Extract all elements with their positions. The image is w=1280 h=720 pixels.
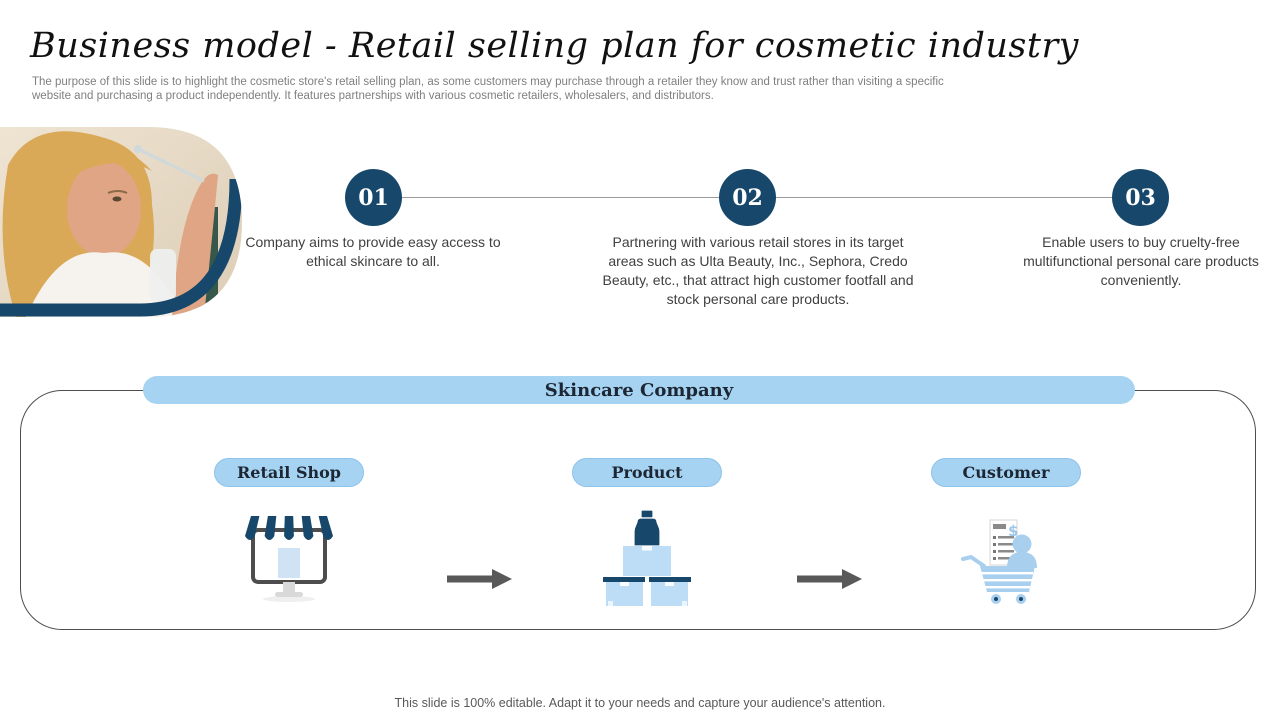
step-text-3: Enable users to buy cruelty-free multifu… bbox=[1023, 234, 1259, 288]
timeline-connector-1 bbox=[400, 197, 720, 198]
step-number-badge-1: 01 bbox=[345, 169, 402, 226]
node-label-product: Product bbox=[572, 458, 722, 487]
timeline-connector-2 bbox=[775, 197, 1113, 198]
node-label-retail-shop: Retail Shop bbox=[214, 458, 364, 487]
step-text-2: Partnering with various retail stores in… bbox=[602, 234, 914, 307]
right-arrow-icon bbox=[447, 567, 513, 591]
slide-description: The purpose of this slide is to highligh… bbox=[32, 76, 944, 102]
step-number-badge-2: 02 bbox=[719, 169, 776, 226]
shopper-cart-icon: $ bbox=[956, 506, 1056, 606]
step-text-1: Company aims to provide easy access to e… bbox=[245, 234, 501, 269]
flow-header-pill: Skincare Company bbox=[143, 376, 1135, 404]
right-arrow-icon bbox=[797, 567, 863, 591]
page-title: Business model - Retail selling plan for… bbox=[30, 26, 1079, 66]
storefront-monitor-icon bbox=[239, 506, 339, 606]
node-label-customer: Customer bbox=[931, 458, 1081, 487]
skincare-photo bbox=[0, 127, 242, 317]
product-boxes-icon bbox=[597, 506, 697, 606]
woman-skincare-photo-illustration bbox=[0, 127, 242, 317]
svg-text:$: $ bbox=[1008, 522, 1018, 540]
editable-note: This slide is 100% editable. Adapt it to… bbox=[394, 696, 886, 710]
step-number-badge-3: 03 bbox=[1112, 169, 1169, 226]
